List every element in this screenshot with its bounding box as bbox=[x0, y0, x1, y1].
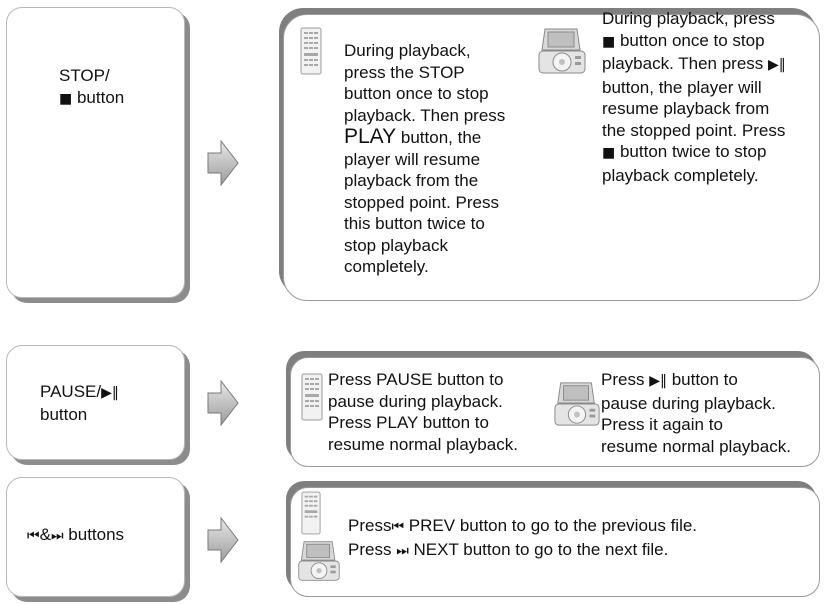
stop-remote-description: During playback, press the STOP button o… bbox=[344, 41, 506, 276]
skip-label-box: ⏮&⏭ buttons bbox=[6, 477, 185, 597]
arrow-right-icon bbox=[207, 140, 239, 186]
stop-label-box: STOP/ ■ button bbox=[6, 7, 185, 298]
remote-control-icon bbox=[301, 491, 321, 535]
pause-player-description: Press ▶‖ button to pause during playback… bbox=[601, 370, 791, 456]
stop-label-line1: STOP/ bbox=[59, 66, 110, 85]
arrow-right-icon bbox=[207, 517, 239, 563]
dvd-player-icon bbox=[298, 541, 340, 581]
stop-label: STOP/ ■ button bbox=[59, 65, 124, 110]
pause-remote-description: Press PAUSE button to pause during playb… bbox=[328, 370, 518, 454]
skip-description-box bbox=[290, 487, 820, 597]
prev-icon: ⏮ bbox=[27, 528, 40, 544]
pause-label: PAUSE/▶‖ button bbox=[40, 382, 119, 424]
stop-label-line2: ■ button bbox=[59, 88, 125, 107]
next-icon: ⏭ bbox=[396, 542, 409, 559]
arrow-right-icon bbox=[207, 380, 239, 426]
remote-control-icon bbox=[300, 27, 322, 75]
next-icon: ⏭ bbox=[50, 528, 64, 544]
skip-description: Press⏮ PREV button to go to the previous… bbox=[348, 516, 698, 559]
remote-control-icon bbox=[301, 373, 323, 421]
skip-label: ⏮&⏭ buttons bbox=[27, 525, 125, 544]
dvd-player-icon bbox=[554, 382, 600, 426]
prev-icon: ⏮ bbox=[391, 519, 405, 535]
stop-player-description: During playback, press ■ button once to … bbox=[602, 9, 786, 185]
stop-glyph: ■ bbox=[59, 91, 73, 107]
dvd-player-icon bbox=[538, 28, 586, 74]
pause-label-box: PAUSE/▶‖ button bbox=[6, 345, 185, 460]
